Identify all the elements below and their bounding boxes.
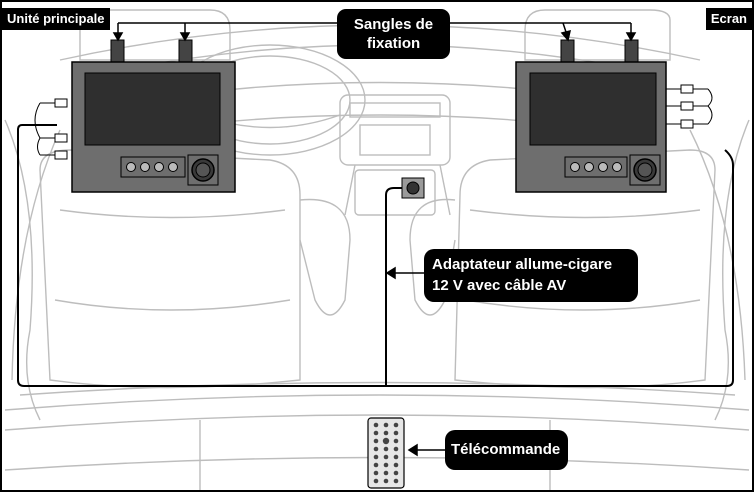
mounting-straps: [110, 39, 639, 65]
screen-label: Ecran: [705, 8, 752, 30]
adapter-label: Adaptateur allume-cigare 12 V avec câble…: [424, 249, 638, 302]
remote-label: Télécommande: [445, 430, 568, 470]
right-rca-connectors: [666, 84, 713, 129]
left-rca-connectors: [34, 98, 68, 160]
right-strap-1: [560, 39, 575, 65]
adapter-label-line1: Adaptateur allume-cigare: [432, 256, 613, 273]
main-unit-label: Unité principale: [2, 8, 110, 30]
cigarette-lighter-socket: [401, 177, 425, 199]
remote-control-illustration: [367, 417, 405, 489]
mounting-straps-label-line1: Sangles de: [353, 16, 434, 33]
adapter-label-line2: 12 V avec câble AV: [432, 277, 567, 294]
right-strap-2: [624, 39, 639, 65]
main-unit-monitor: [71, 61, 236, 193]
left-strap-1: [110, 39, 125, 65]
power-cable: [385, 187, 402, 386]
av-cable: [17, 124, 734, 387]
mounting-straps-label-line2: fixation: [366, 35, 421, 52]
right-headrest: [524, 9, 671, 61]
left-strap-2: [178, 39, 193, 65]
pointer-lines: [112, 22, 637, 457]
screen-monitor: [515, 61, 667, 193]
mounting-straps-label: Sangles de fixation: [337, 9, 450, 59]
center-console: [339, 94, 451, 166]
